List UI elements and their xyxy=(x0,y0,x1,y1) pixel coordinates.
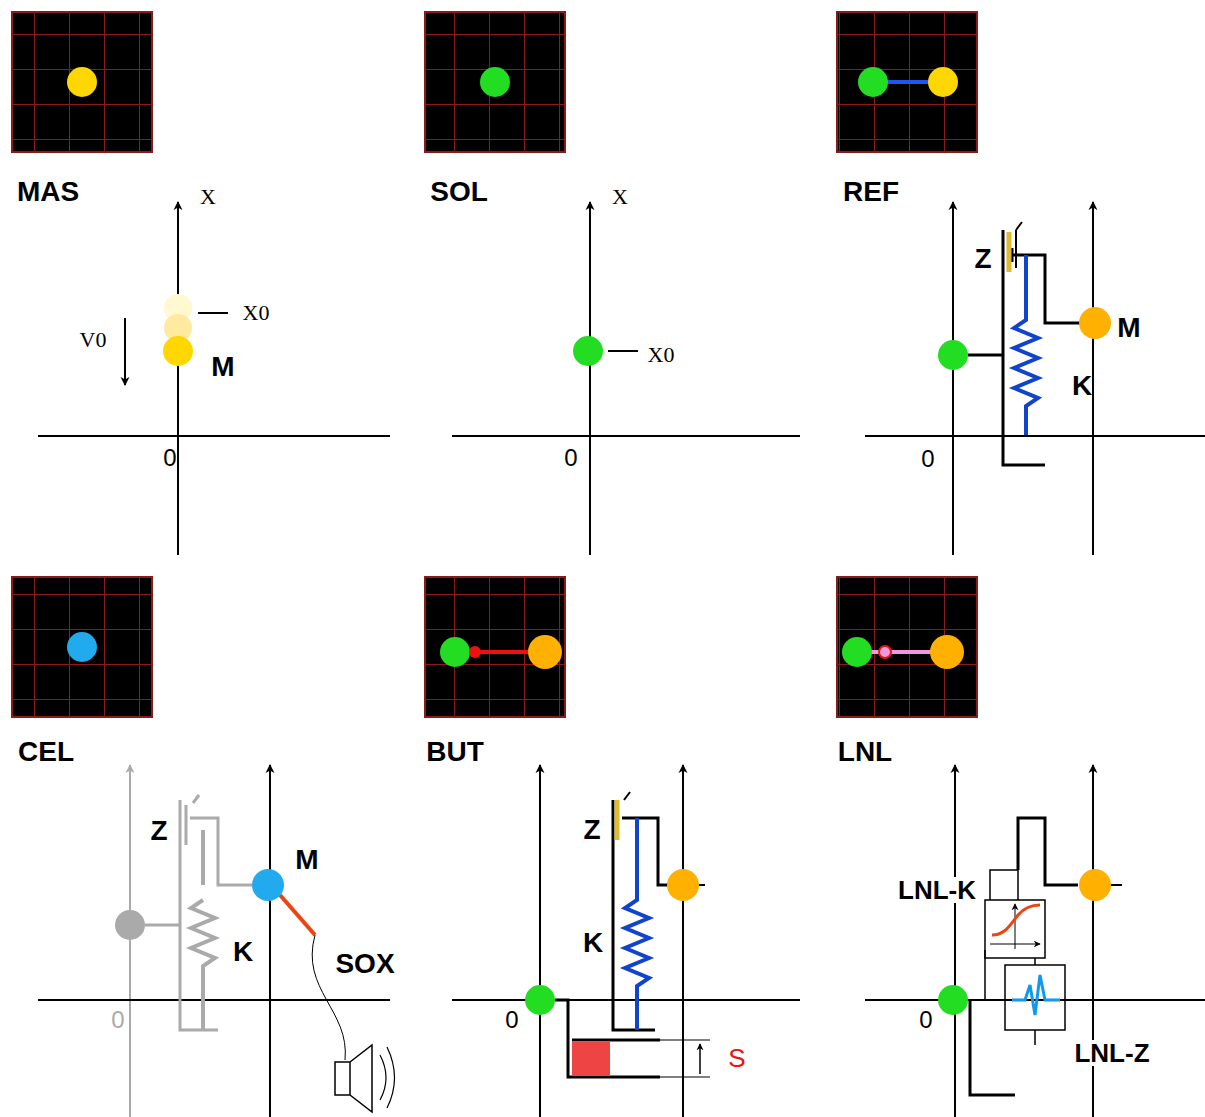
panel-title: REF xyxy=(843,178,899,206)
panel-title: MAS xyxy=(17,178,79,206)
position-label: X0 xyxy=(648,344,675,366)
grid-icons xyxy=(12,12,977,717)
origin-label: 0 xyxy=(564,446,577,470)
mass-label: M xyxy=(211,353,234,381)
velocity-label: V0 xyxy=(80,329,107,351)
axis-label: X xyxy=(612,186,628,208)
panel-title: LNL xyxy=(838,738,892,766)
panel-title: SOL xyxy=(430,178,488,206)
damper-label: Z xyxy=(974,245,991,273)
origin-label: 0 xyxy=(505,1008,518,1032)
axis-label: X xyxy=(200,186,216,208)
position-label: X0 xyxy=(243,302,270,324)
spring-label: K xyxy=(233,938,253,966)
damper-label: Z xyxy=(583,816,600,844)
panel-title: BUT xyxy=(426,738,484,766)
panel-title: CEL xyxy=(18,738,74,766)
threshold-label: S xyxy=(728,1045,745,1071)
function-label: LNL-K xyxy=(896,877,978,903)
origin-label: 0 xyxy=(163,446,176,470)
mass-label: M xyxy=(295,846,318,874)
origin-label: 0 xyxy=(921,447,934,471)
origin-label: 0 xyxy=(919,1008,932,1032)
origin-label: 0 xyxy=(111,1008,124,1032)
output-label: SOX xyxy=(335,950,394,978)
function-label: LNL-Z xyxy=(1072,1040,1151,1066)
damper-label: Z xyxy=(150,817,167,845)
mass-label: M xyxy=(1117,314,1140,342)
spring-label: K xyxy=(1072,372,1092,400)
spring-label: K xyxy=(583,929,603,957)
